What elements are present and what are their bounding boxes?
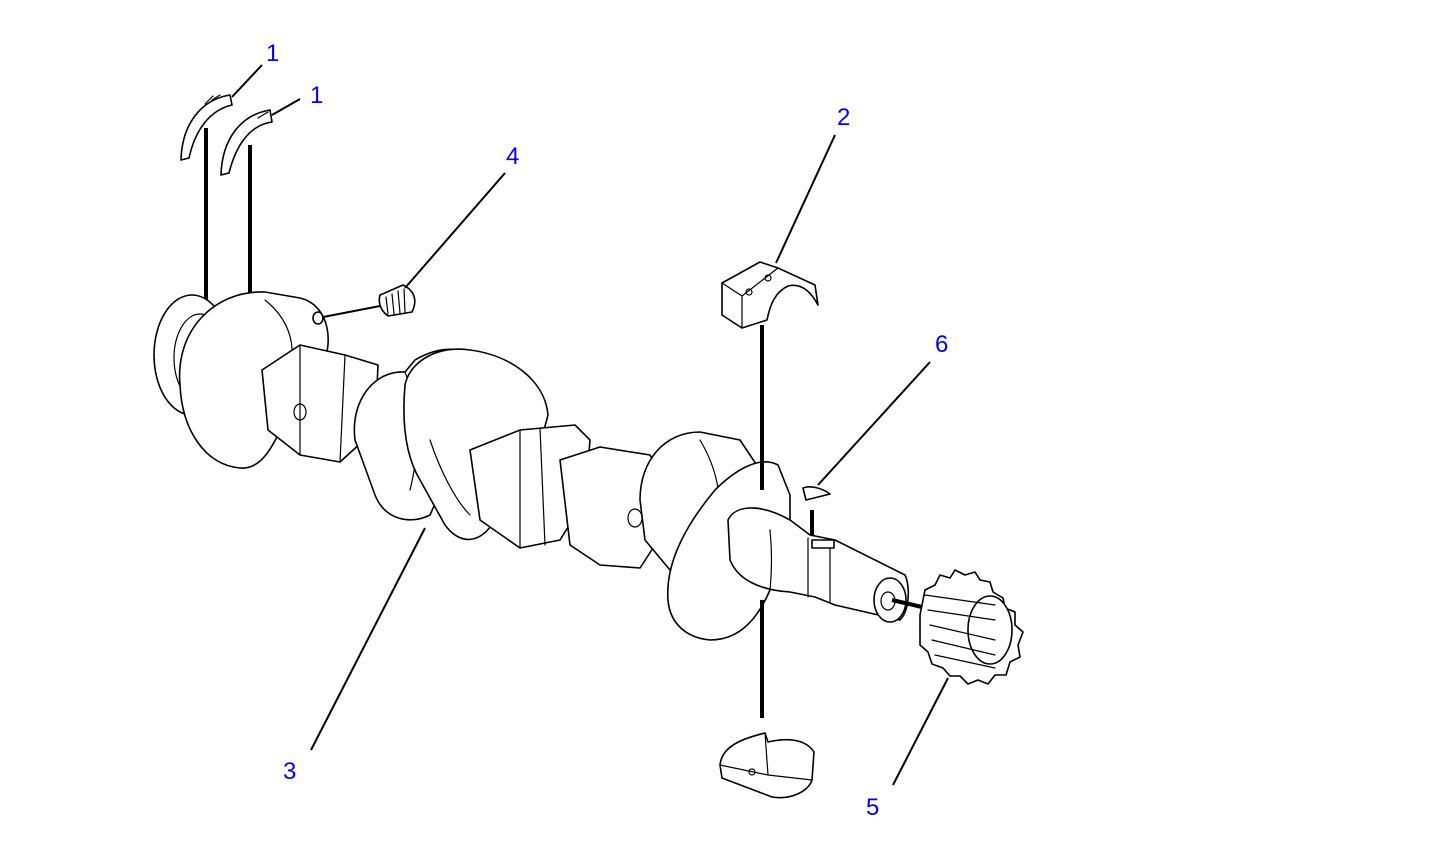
callout-2[interactable]: 2 [837, 104, 851, 131]
callout-1-lower[interactable]: 1 [310, 82, 324, 109]
callout-1-upper[interactable]: 1 [266, 40, 280, 67]
leader-line-1-lower [271, 98, 301, 116]
leader-line-5 [892, 677, 949, 786]
leader-line-1-upper [231, 64, 263, 98]
callout-3[interactable]: 3 [283, 758, 297, 785]
leader-line-3 [310, 527, 426, 751]
guide-line-gear [891, 598, 923, 609]
callout-6[interactable]: 6 [935, 331, 949, 358]
crankshaft[interactable] [153, 291, 910, 641]
callout-4[interactable]: 4 [506, 143, 520, 170]
leader-line-6 [817, 361, 931, 486]
main-bearing-upper[interactable] [721, 261, 819, 329]
thrust-washer-lower[interactable] [220, 109, 273, 176]
thrust-washer-upper[interactable] [180, 94, 233, 161]
callout-5[interactable]: 5 [866, 794, 880, 821]
leader-line-2 [775, 134, 836, 264]
leader-line-4 [404, 172, 506, 289]
plug[interactable] [312, 284, 416, 325]
key[interactable] [802, 486, 831, 501]
main-bearing-lower[interactable] [719, 732, 815, 799]
crankshaft-gear[interactable] [919, 569, 1024, 685]
